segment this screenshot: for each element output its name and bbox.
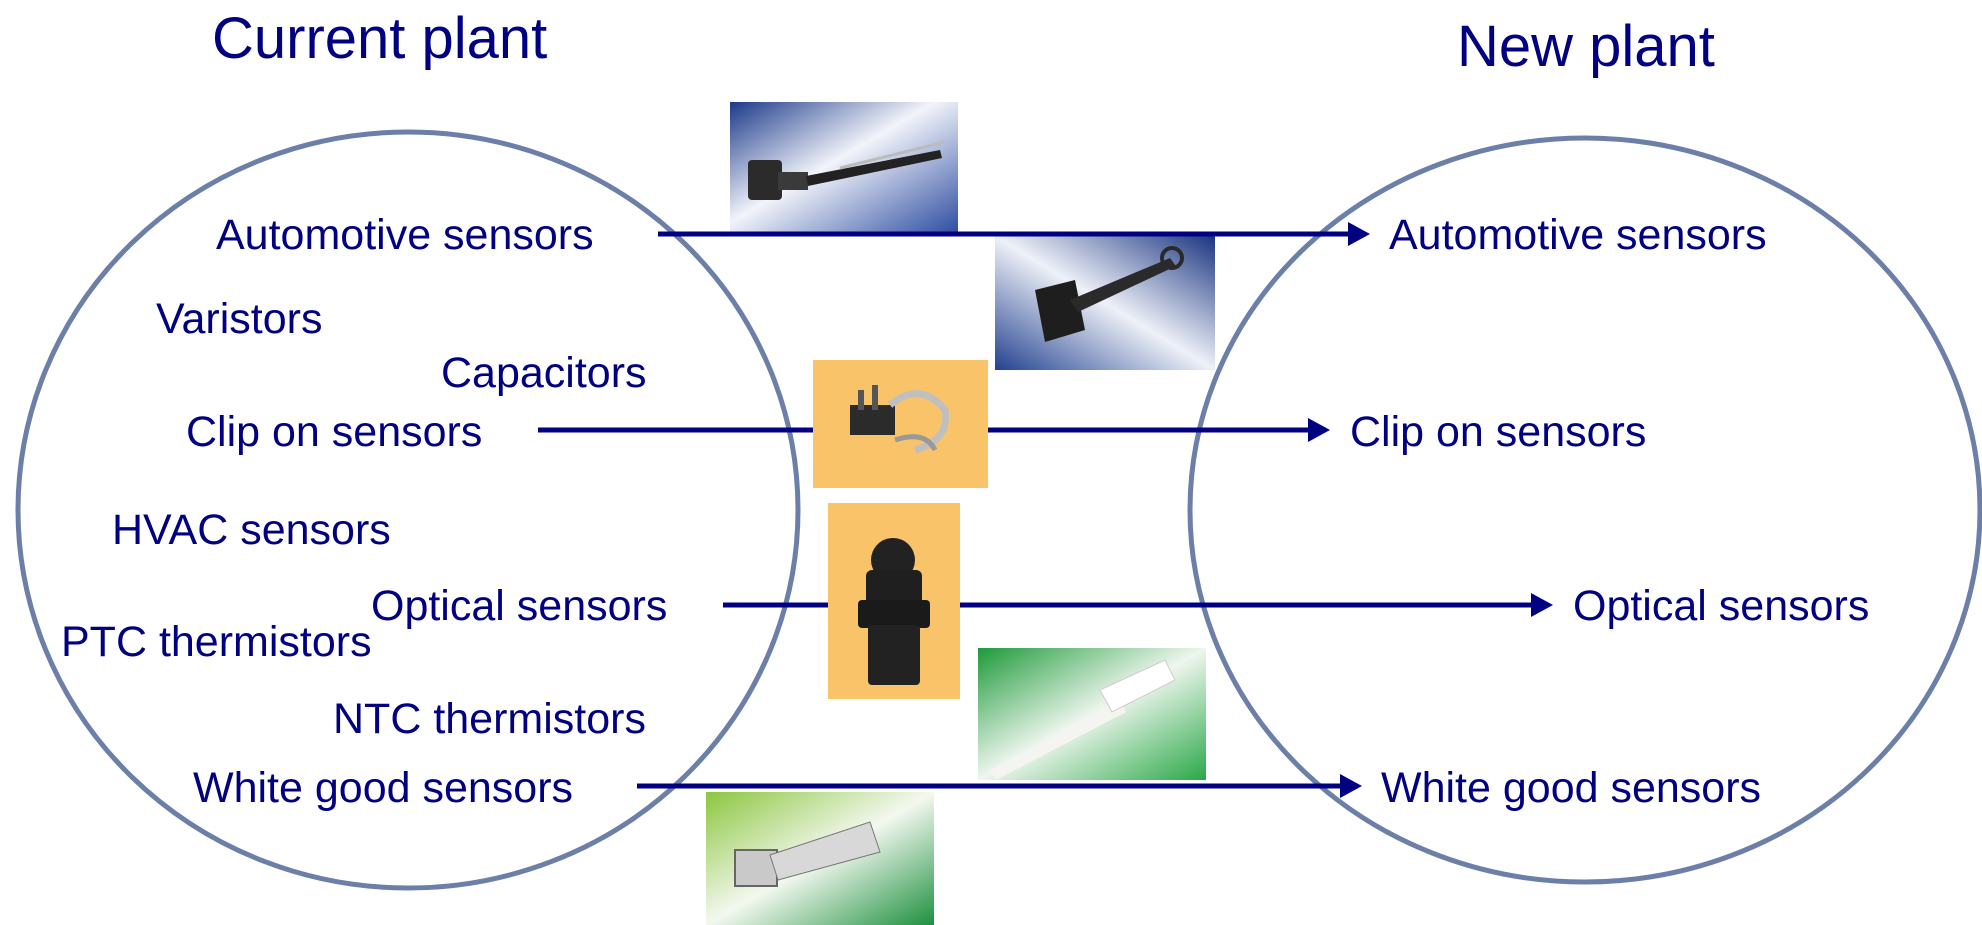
new-automotive-sensors-label: Automotive sensors (1389, 211, 1767, 259)
current-optical-sensors-label: Optical sensors (371, 582, 668, 630)
new-optical-sensors-label: Optical sensors (1573, 582, 1870, 630)
clip-on-sensor-photo (813, 360, 988, 488)
current-ntc-thermistors-label: NTC thermistors (333, 695, 646, 743)
current-capacitors-label: Capacitors (441, 349, 647, 397)
white-good-sensor-photo (706, 792, 934, 925)
current-ptc-thermistors-label: PTC thermistors (61, 618, 372, 666)
arrow-clip-on (538, 418, 1330, 442)
current-automotive-sensors-label: Automotive sensors (216, 211, 594, 259)
current-hvac-sensors-label: HVAC sensors (112, 506, 391, 554)
new-white-good-sensors-label: White good sensors (1381, 764, 1762, 812)
current-varistors-label: Varistors (156, 295, 323, 343)
arrow-white-good (637, 774, 1362, 798)
arrow-optical (723, 593, 1553, 617)
current-white-good-sensors-label: White good sensors (193, 764, 574, 812)
automotive-sensor-photo (995, 236, 1215, 370)
current-plant-circle (15, 129, 801, 891)
current-clip-on-sensors-label: Clip on sensors (186, 408, 483, 456)
automotive-sensor-photo (730, 102, 958, 236)
new-plant-circle (1187, 135, 1982, 885)
white-good-sensor-photo (978, 648, 1206, 780)
optical-sensor-photo (828, 503, 960, 699)
new-clip-on-sensors-label: Clip on sensors (1350, 408, 1647, 456)
arrow-automotive (658, 222, 1370, 246)
current-plant-title: Current plant (212, 6, 548, 71)
new-plant-title: New plant (1457, 14, 1715, 79)
